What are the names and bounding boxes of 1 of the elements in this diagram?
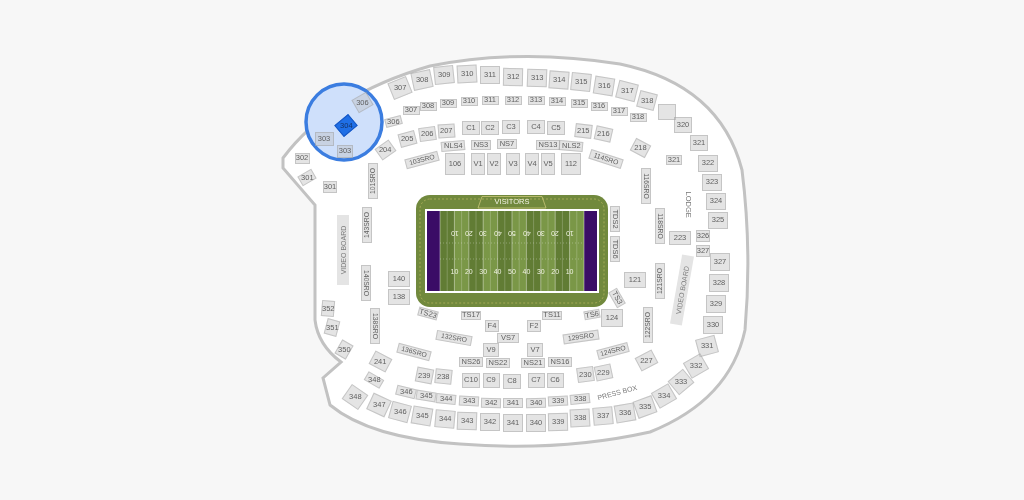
seating-section xyxy=(658,104,676,120)
